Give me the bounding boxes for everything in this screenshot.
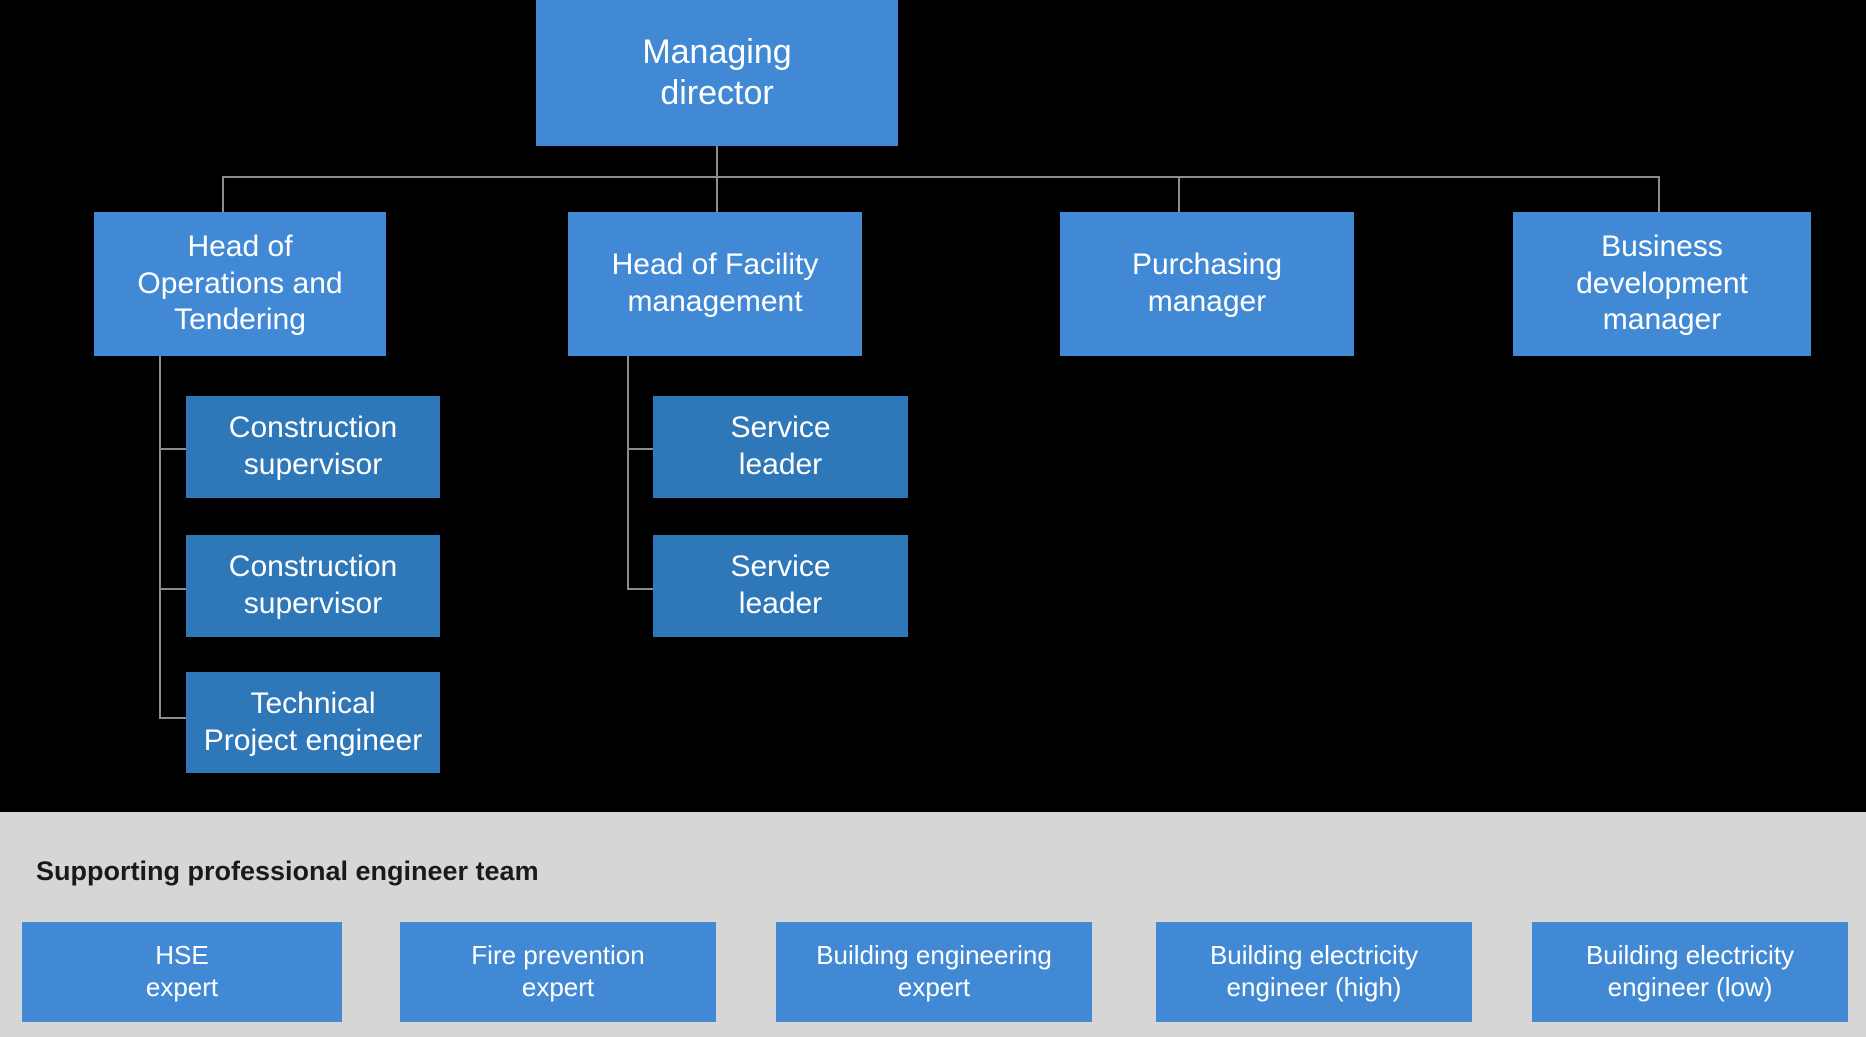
node-hse-expert[interactable]: HSE expert	[22, 922, 342, 1022]
connector-drop-facility	[716, 176, 718, 212]
connector-facility-spine	[627, 356, 629, 590]
node-building-electricity-engineer-low[interactable]: Building electricity engineer (low)	[1532, 922, 1848, 1022]
node-technical-project-engineer[interactable]: Technical Project engineer	[186, 672, 440, 773]
node-construction-supervisor-1[interactable]: Construction supervisor	[186, 396, 440, 498]
connector-drop-operations	[222, 176, 224, 212]
node-head-of-operations-and-tendering[interactable]: Head of Operations and Tendering	[94, 212, 386, 356]
connector-operations-spine	[159, 356, 161, 718]
supporting-team-panel: Supporting professional engineer team HS…	[0, 812, 1866, 1037]
connector-stub-construction-supervisor-2	[159, 588, 187, 590]
connector-stub-service-leader-2	[627, 588, 655, 590]
node-service-leader-1[interactable]: Service leader	[653, 396, 908, 498]
connector-drop-purchasing	[1178, 176, 1180, 212]
connector-drop-business-development	[1658, 176, 1660, 212]
connector-root-drop	[716, 146, 718, 176]
connector-level2-bus	[222, 176, 1660, 178]
node-building-engineering-expert[interactable]: Building engineering expert	[776, 922, 1092, 1022]
node-head-of-facility-management[interactable]: Head of Facility management	[568, 212, 862, 356]
node-building-electricity-engineer-high[interactable]: Building electricity engineer (high)	[1156, 922, 1472, 1022]
connector-stub-construction-supervisor-1	[159, 448, 187, 450]
connector-stub-service-leader-1	[627, 448, 655, 450]
node-business-development-manager[interactable]: Business development manager	[1513, 212, 1811, 356]
supporting-team-title: Supporting professional engineer team	[36, 856, 539, 886]
connector-stub-technical-project-engineer	[159, 717, 187, 719]
node-service-leader-2[interactable]: Service leader	[653, 535, 908, 637]
node-fire-prevention-expert[interactable]: Fire prevention expert	[400, 922, 716, 1022]
node-construction-supervisor-2[interactable]: Construction supervisor	[186, 535, 440, 637]
node-purchasing-manager[interactable]: Purchasing manager	[1060, 212, 1354, 356]
node-managing-director[interactable]: Managing director	[536, 0, 898, 146]
